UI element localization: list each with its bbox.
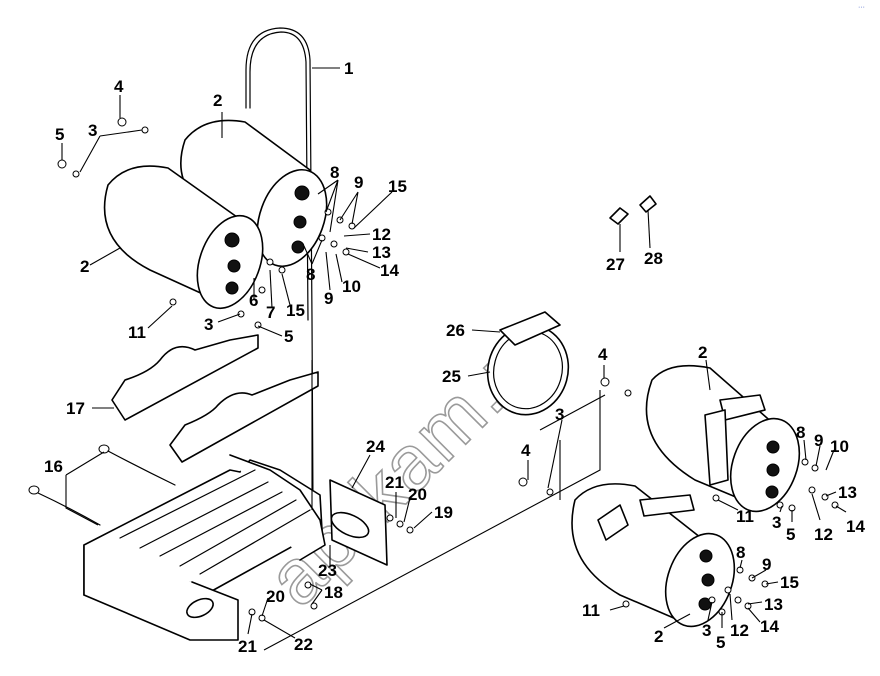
callout-16: 16 [44, 457, 63, 476]
callout-14: 14 [760, 617, 779, 636]
callout-17: 17 [66, 399, 85, 418]
callout-23: 23 [318, 561, 337, 580]
callout-4: 4 [598, 345, 608, 364]
callout-28: 28 [644, 249, 663, 268]
callout-2: 2 [654, 627, 663, 646]
air-receiver-upper-front [103, 165, 264, 310]
callout-3: 3 [772, 513, 781, 532]
callout-21: 21 [385, 473, 404, 492]
assembly-lines [263, 360, 606, 651]
fittings-frame [248, 514, 414, 622]
callout-5: 5 [55, 125, 64, 144]
callout-11: 11 [582, 601, 600, 620]
callout-2: 2 [698, 343, 707, 362]
callout-5: 5 [786, 525, 795, 544]
callout-15: 15 [286, 301, 305, 320]
callout-1: 1 [344, 59, 353, 78]
callout-12: 12 [372, 225, 391, 244]
callout-5: 5 [716, 633, 725, 652]
callout-3: 3 [555, 405, 564, 424]
callout-12: 12 [814, 525, 833, 544]
callout-13: 13 [838, 483, 857, 502]
callout-13: 13 [372, 243, 391, 262]
receiver-clamp-band [486, 311, 570, 416]
callout-4: 4 [521, 441, 531, 460]
callout-leaders [61, 67, 847, 639]
callout-21: 21 [238, 637, 257, 656]
callout-9: 9 [354, 173, 363, 192]
callout-25: 25 [442, 367, 461, 386]
callout-3: 3 [204, 315, 213, 334]
callout-10: 10 [342, 277, 361, 296]
callout-9: 9 [324, 289, 333, 308]
callout-13: 13 [764, 595, 783, 614]
callout-8: 8 [306, 265, 315, 284]
callout-11: 11 [128, 323, 146, 342]
callout-4: 4 [114, 77, 124, 96]
callout-3: 3 [88, 121, 97, 140]
callout-20: 20 [408, 485, 427, 504]
callout-5: 5 [284, 327, 293, 346]
callout-7: 7 [266, 303, 275, 322]
corner-mark: ··· [858, 4, 865, 11]
callout-14: 14 [846, 517, 865, 536]
callout-2: 2 [80, 257, 89, 276]
callout-20: 20 [266, 587, 285, 606]
callout-2: 2 [213, 91, 222, 110]
callout-15: 15 [388, 177, 407, 196]
fittings-upper [57, 117, 356, 329]
callout-22: 22 [294, 635, 313, 654]
ground-cable [28, 444, 176, 526]
callout-6: 6 [249, 291, 258, 310]
callout-10: 10 [830, 437, 849, 456]
callout-9: 9 [762, 555, 771, 574]
air-pipe-loop [245, 27, 314, 506]
callout-3: 3 [702, 621, 711, 640]
callout-14: 14 [380, 261, 399, 280]
callout-27: 27 [606, 255, 625, 274]
callout-12: 12 [730, 621, 749, 640]
air-receiver-upper-rear [180, 119, 328, 268]
callout-26: 26 [446, 321, 465, 340]
callout-15: 15 [780, 573, 799, 592]
callout-11: 11 [736, 507, 754, 526]
air-receiver-right-lower [571, 483, 736, 628]
mounting-frame [83, 454, 388, 641]
receiver-cradle-support [111, 334, 319, 463]
air-receiver-right-upper [645, 364, 801, 513]
callout-24: 24 [366, 437, 385, 456]
callout-8: 8 [736, 543, 745, 562]
callout-19: 19 [434, 503, 453, 522]
callout-8: 8 [796, 423, 805, 442]
callout-18: 18 [324, 583, 343, 602]
clips-27-28 [609, 195, 657, 225]
callout-labels: 1 2 2 3 4 5 8 9 15 12 13 14 8 9 10 6 7 1… [44, 59, 865, 656]
callout-9: 9 [814, 431, 823, 450]
callout-8: 8 [330, 163, 339, 182]
